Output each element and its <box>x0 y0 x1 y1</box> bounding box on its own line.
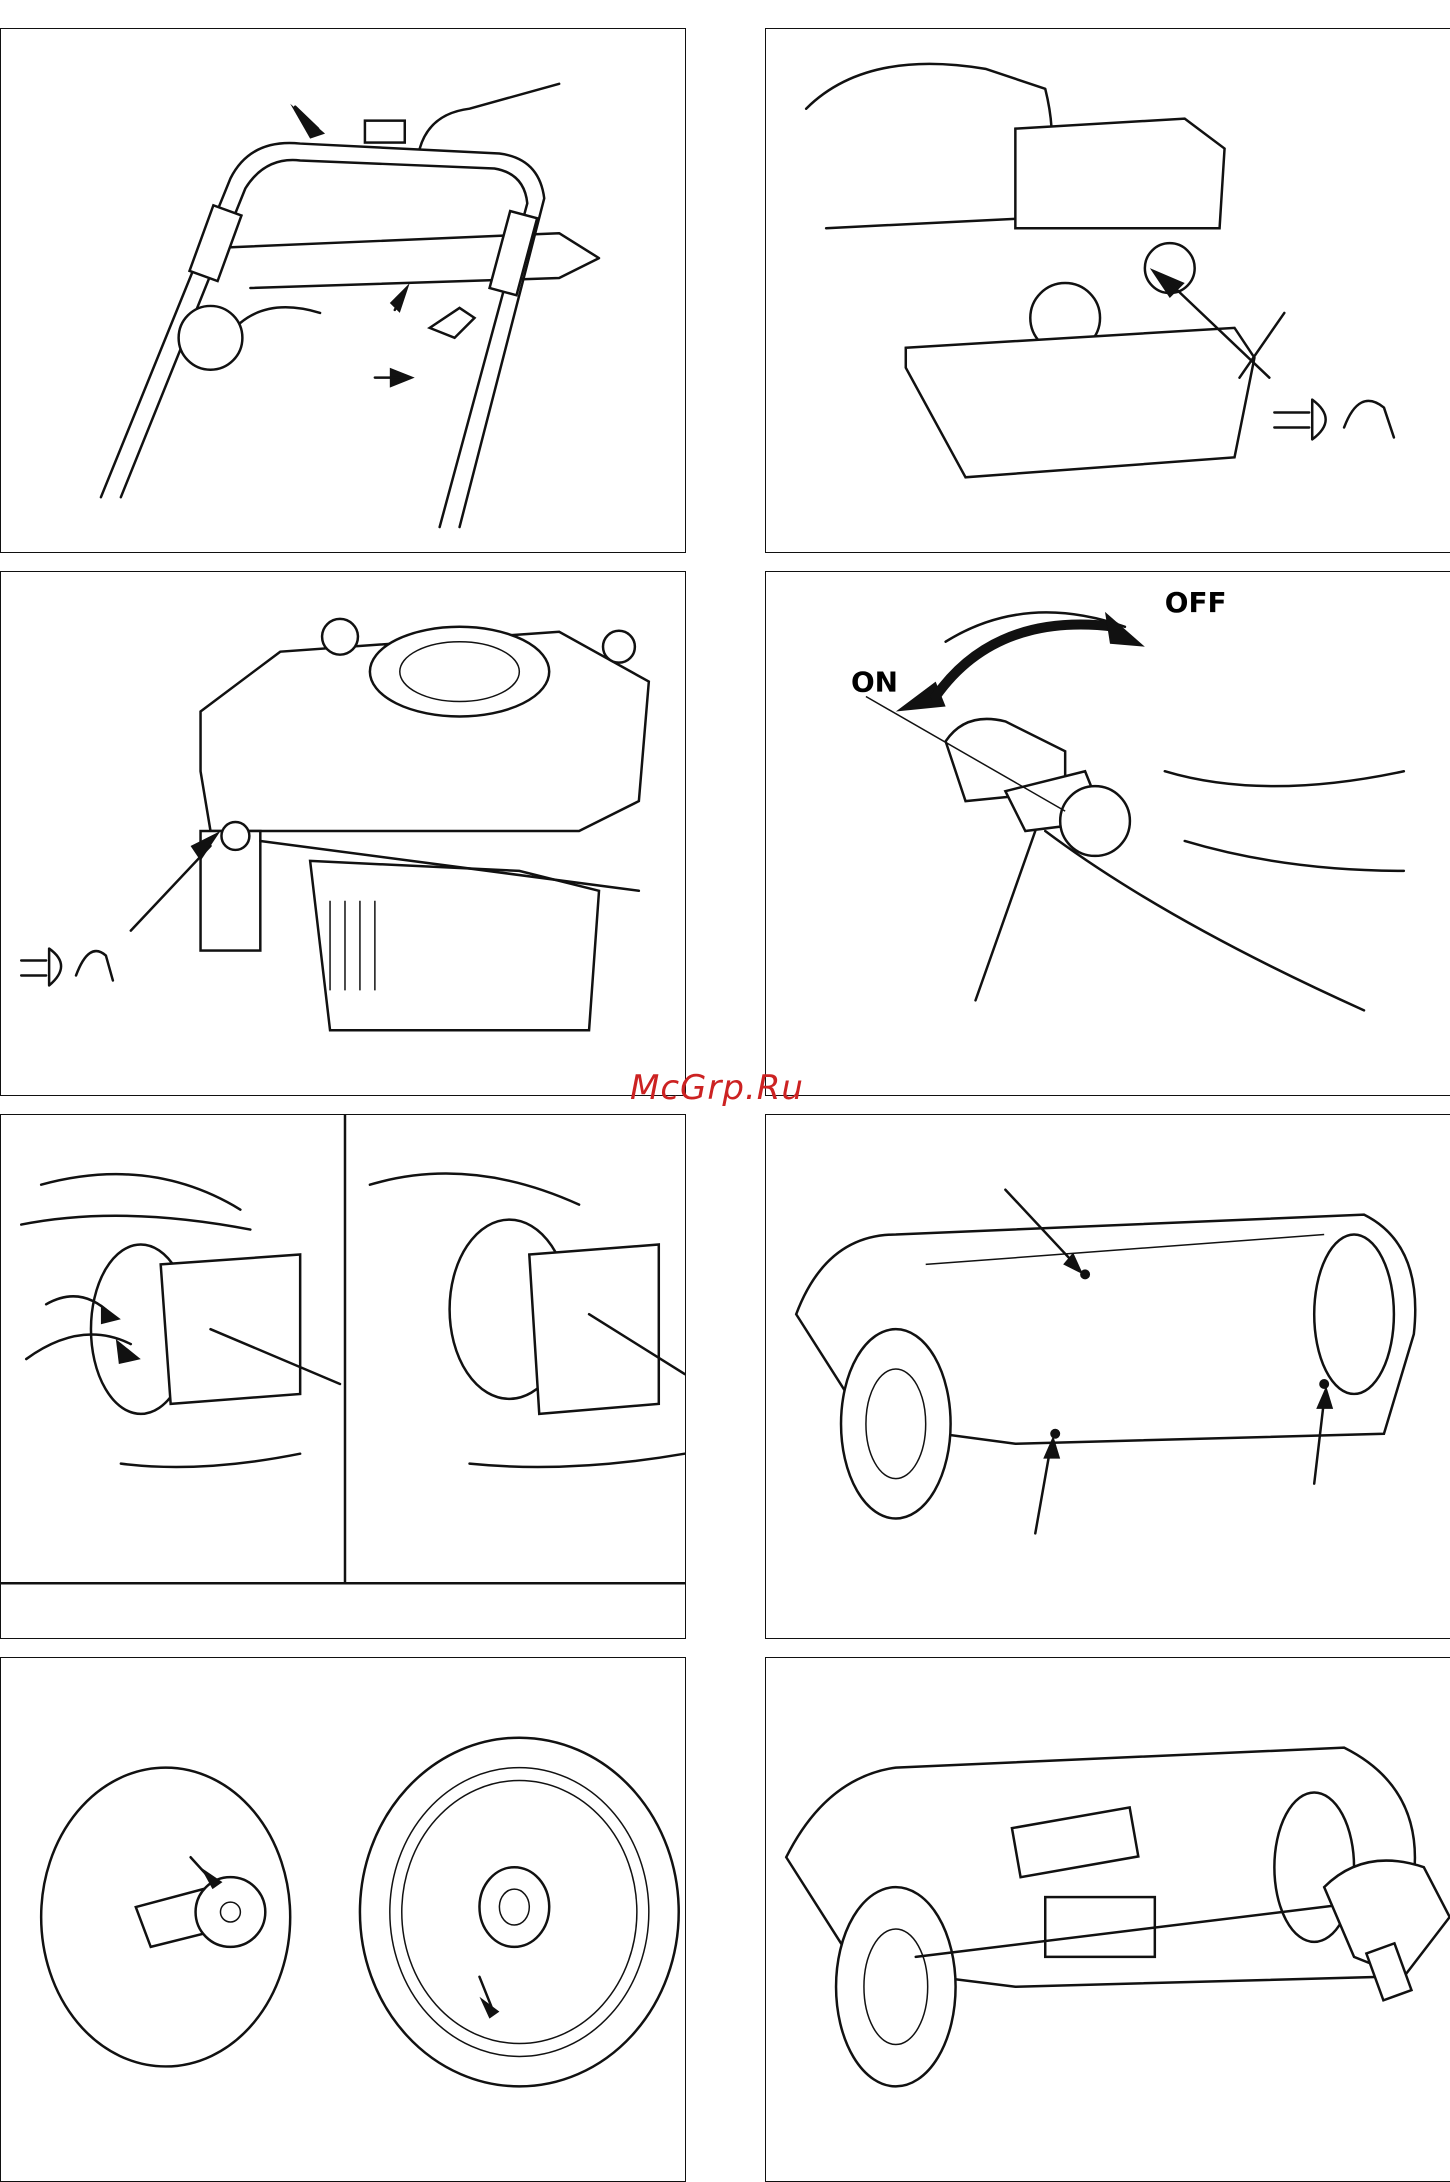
drive-unit-illustration <box>766 1658 1450 2181</box>
label-on: ON <box>851 666 898 699</box>
arrow-icon <box>290 104 325 139</box>
primer-press-icon <box>1274 400 1394 440</box>
primer-bulb-illustration <box>766 29 1450 552</box>
wheel-removal-illustration <box>1 1115 685 1638</box>
figure-drive-lubrication <box>765 1657 1450 2182</box>
deck-illustration <box>766 1115 1450 1638</box>
fuel-valve-illustration: ON OFF <box>766 572 1450 1095</box>
engine-illustration <box>1 572 685 1095</box>
watermark: McGrp.Ru <box>630 1068 804 1108</box>
handlebar-illustration <box>1 29 685 552</box>
figure-handlebar <box>0 28 686 553</box>
wheel-gear-illustration <box>1 1658 685 2181</box>
figure-deck-grease-points <box>765 1114 1450 1639</box>
primer-press-icon <box>21 949 113 986</box>
figure-wheel-removal <box>0 1114 686 1639</box>
figure-wheel-gear <box>0 1657 686 2182</box>
label-off: OFF <box>1165 586 1227 619</box>
figure-fuel-valve: ON OFF <box>765 571 1450 1096</box>
figure-engine-primer <box>0 571 686 1096</box>
arrow-off-icon <box>1105 612 1145 647</box>
figure-primer-bulb <box>765 28 1450 553</box>
